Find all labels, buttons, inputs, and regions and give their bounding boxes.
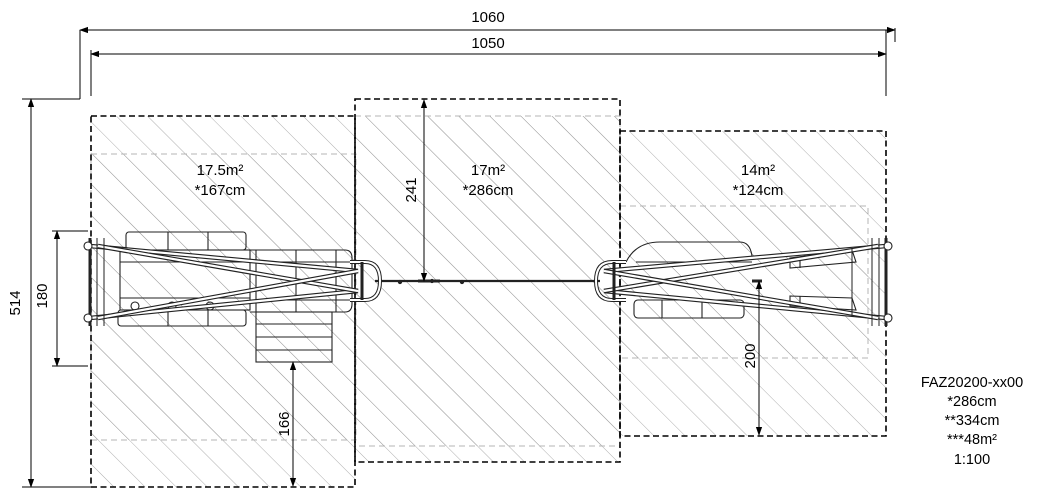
spec-block: FAZ20200-xx00 *286cm **334cm ***48m² 1:1… [921,375,1023,468]
spec-free-space-length: **334cm [945,413,1000,429]
right-zone-fall-height: *124cm [733,182,784,199]
center-zone-area: 17m² [471,162,505,179]
right-zone-area: 14m² [741,162,775,179]
left-zone-area: 17.5m² [197,162,244,179]
dim-166-label: 166 [276,411,293,436]
dim-180-label: 180 [34,283,51,308]
left-zone-fall-height: *167cm [195,182,246,199]
right-upper-seat-frame [625,241,753,263]
spec-product-code: FAZ20200-xx00 [921,375,1023,391]
dim-200-label: 200 [742,343,759,368]
dim-1050-label: 1050 [471,35,504,52]
seesaw-equipment [83,231,893,363]
dim-1060-label: 1060 [471,9,504,26]
spec-total-area: ***48m² [947,432,997,448]
spec-scale: 1:100 [954,452,990,468]
dim-514-label: 514 [7,290,24,315]
dim-241-label: 241 [403,177,420,202]
dimension-lines [22,26,896,488]
spec-free-height: *286cm [947,394,996,410]
center-zone-fall-height: *286cm [463,182,514,199]
